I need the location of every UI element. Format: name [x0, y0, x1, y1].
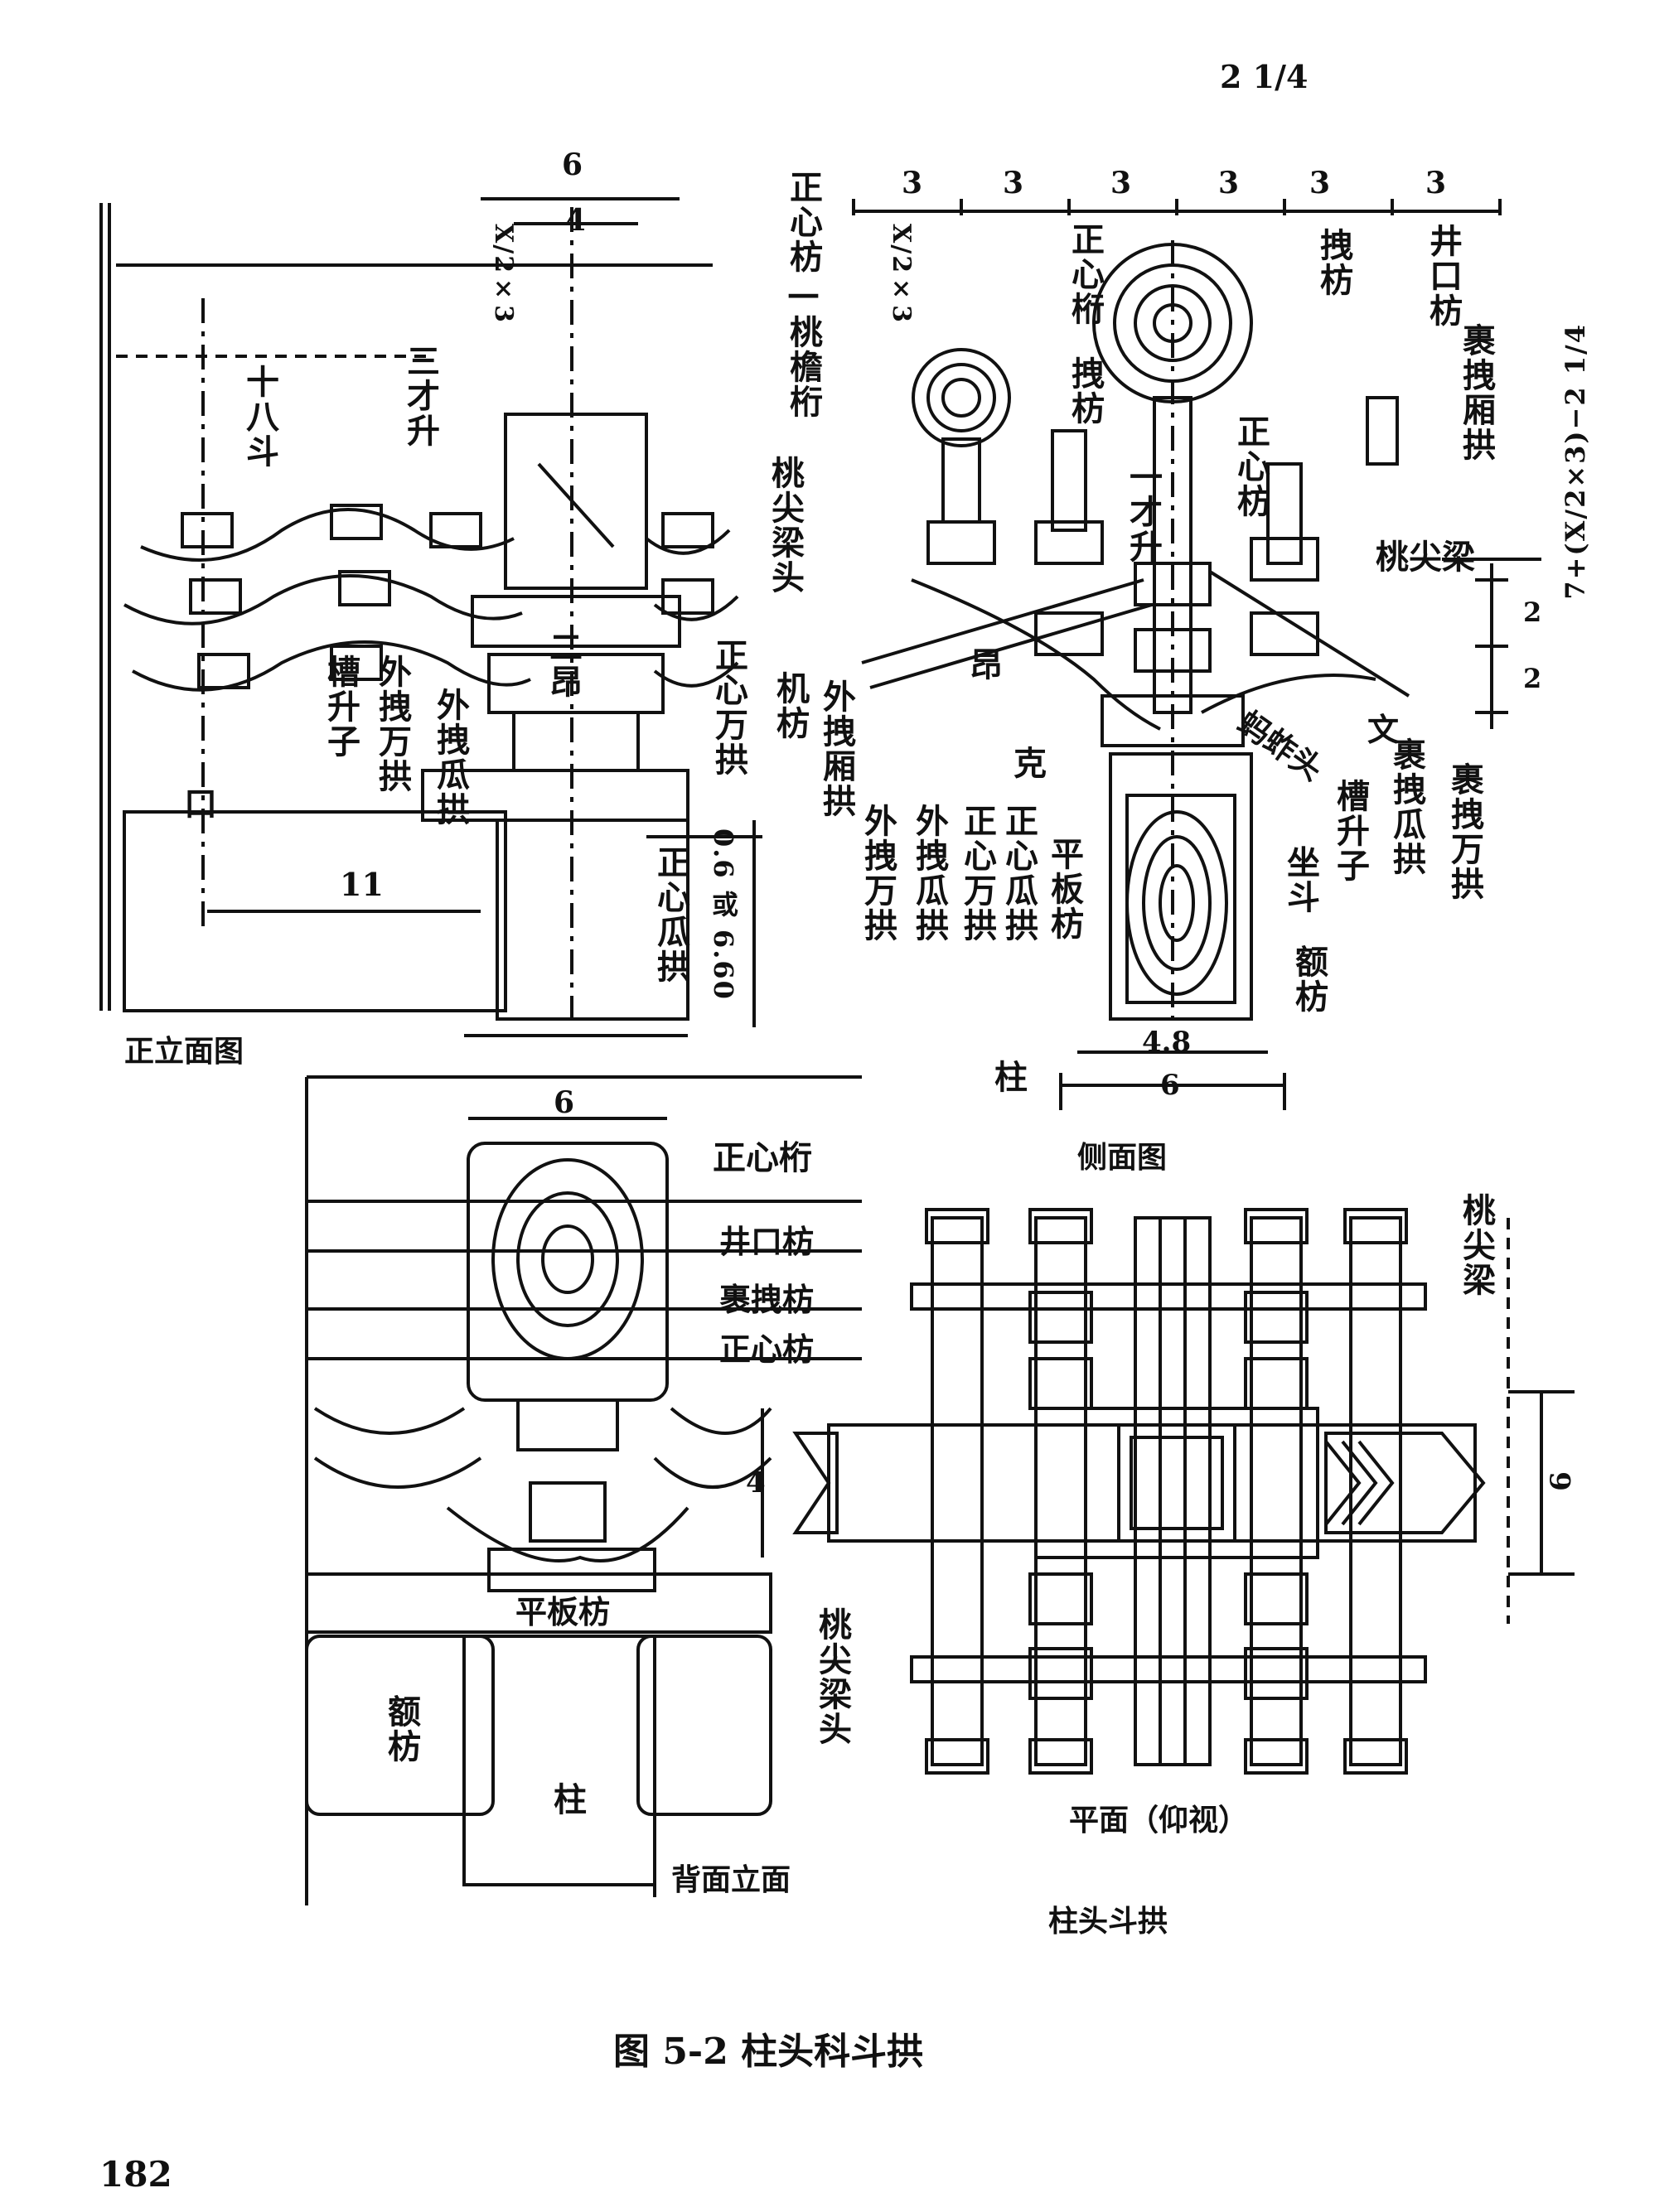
label-side-tiaojian-liangtou: 桃尖梁头 [766, 456, 805, 595]
label-ji-fang: 机枋 [771, 671, 810, 741]
label-plan-tiaojian-liang: 桃尖梁 [1457, 1193, 1496, 1297]
front-dim-11: 11 [340, 866, 384, 903]
label-side-jingkou-fang: 井口枋 [1424, 224, 1463, 328]
label-back-zhengxin-fang: 正心枋 [719, 1331, 815, 1368]
label-side-zhuai-fang: 拽枋 [1066, 356, 1105, 426]
label-side-zhengxin-fang: 正心枋 [1231, 414, 1270, 519]
label-side-ping-ban-fang: 平板枋 [1045, 837, 1084, 941]
side-dim-48: 4.8 [1142, 1026, 1192, 1059]
label-wai-zhuai-wan-gong: 外拽万拱 [373, 654, 412, 794]
label-zhengxin-gua-gong: 正心瓜拱 [651, 845, 690, 984]
label-side-zhuai-fang-right: 拽枋 [1314, 228, 1353, 297]
label-side-tiaojian-liang: 桃尖梁 [1376, 538, 1475, 577]
side-dim-formula: 7+(X/2×3)−2 1/4 [1560, 323, 1591, 600]
side-dim-top-5: 3 [1309, 166, 1331, 200]
label-side-zhu: 柱 [994, 1058, 1028, 1097]
label-back-e-fang: 额枋 [382, 1694, 421, 1764]
label-shiba-dou: 十八斗 [240, 365, 279, 469]
side-elevation-drawing [852, 199, 1541, 1110]
back-dim-4: 4 [746, 1466, 766, 1500]
back-dim-6: 6 [554, 1085, 575, 1120]
front-elevation-drawing [99, 197, 762, 1037]
side-dim-2b: 2 [1523, 663, 1542, 694]
label-li-zhuai-xiang-gong: 裹拽厢拱 [1457, 323, 1496, 462]
label-ang: 昂 [970, 645, 1003, 684]
plan-dim-6: 6 [1544, 1471, 1578, 1491]
side-elevation-title: 侧面图 [1077, 1140, 1168, 1175]
label-sancai-sheng: 三才升 [401, 344, 440, 448]
label-zuo-dou: 坐斗 [1281, 845, 1320, 915]
front-dim-0660: 0.6 或 6.60 [708, 828, 739, 1001]
label-back-zhengxin-heng: 正心桁 [713, 1138, 812, 1177]
label-side-wai-zhuai-gua-gong: 外拽瓜拱 [910, 804, 949, 943]
label-back-jingkou-fang: 井口枋 [719, 1223, 815, 1260]
label-wen: 文 [1367, 711, 1400, 748]
label-zhengxin-fang-tiaoyanheng: 正心枋—桃檐桁 [784, 170, 823, 419]
plan-view-subtitle: 柱头斗拱 [1048, 1904, 1168, 1939]
side-dim-top-1: 3 [902, 166, 923, 200]
label-wai-zhuai-xiang-gong: 外拽厢拱 [817, 679, 856, 819]
back-elevation-title: 背面立面 [671, 1862, 791, 1897]
label-side-cao-shengzi: 槽升子 [1331, 779, 1370, 883]
figure-caption: 图 5-2 柱头科斗拱 [613, 2031, 924, 2073]
label-back-ping-ban-fang: 平板枋 [515, 1593, 611, 1630]
label-back-li-zhuai-fang: 裹拽枋 [719, 1281, 815, 1318]
plan-view-title: 平面（仰视） [1069, 1803, 1249, 1838]
label-side-zhengxin-heng: 正心桁 [1066, 222, 1105, 326]
side-dim-top-4: 3 [1218, 166, 1240, 200]
front-dim-x2x3: X/2×3 [489, 224, 518, 324]
top-fraction: 2 1/4 [1220, 58, 1309, 95]
side-dim-top-2: 3 [1003, 166, 1024, 200]
plan-view-drawing [792, 1208, 1575, 1775]
label-li-zhuai-wan-gong: 裹拽万拱 [1445, 762, 1484, 901]
side-dim-6: 6 [1160, 1069, 1180, 1102]
label-kou: 口 [184, 785, 217, 823]
label-side-wai-zhuai-wan-gong: 外拽万拱 [859, 804, 897, 943]
label-plan-tiaojian-liangtou: 桃尖梁头 [813, 1607, 852, 1746]
label-li-zhuai-gua-gong: 裹拽瓜拱 [1387, 737, 1426, 877]
label-ke: 克 [1008, 746, 1047, 780]
front-elevation-title: 正立面图 [124, 1034, 244, 1069]
label-back-zhu: 柱 [554, 1780, 587, 1819]
front-dim-4: 4 [565, 203, 587, 238]
label-cao-shengzi: 槽升子 [322, 654, 360, 759]
side-dim-top-6: 3 [1425, 166, 1447, 200]
back-elevation-drawing [305, 1075, 862, 1905]
label-yicai-sheng: 一才升 [1124, 460, 1163, 564]
label-zhengxin-wan-gong: 正心万拱 [709, 638, 748, 777]
label-er-ang: 二昂 [544, 630, 583, 699]
label-side-e-fang: 额枋 [1289, 944, 1328, 1014]
label-wai-zhuai-gua-gong: 外拽瓜拱 [431, 688, 470, 827]
page-number: 182 [99, 2154, 172, 2195]
side-dim-x2x3: X/2×3 [887, 224, 916, 324]
side-dim-2a: 2 [1523, 596, 1542, 628]
label-side-zhengxin-gua-gong: 正心瓜拱 [999, 804, 1038, 943]
side-dim-top-3: 3 [1110, 166, 1132, 200]
label-side-zhengxin-wan-gong: 正心万拱 [958, 804, 997, 943]
front-dim-6: 6 [562, 147, 583, 182]
